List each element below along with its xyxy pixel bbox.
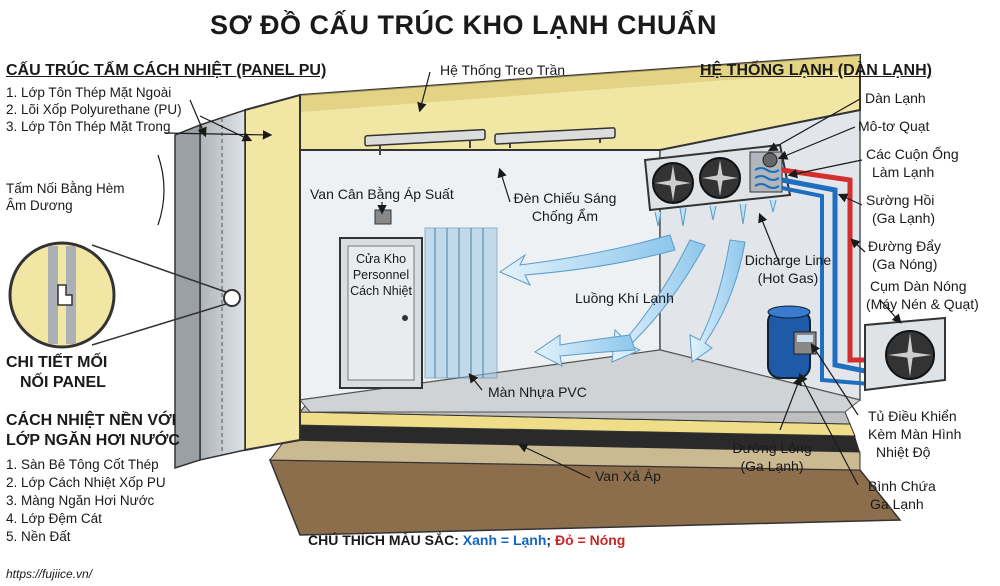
hot-gas-label-2: (Hot Gas) [757, 270, 819, 286]
fan-motor-label: Mô-tơ Quạt [858, 118, 930, 134]
pvc-curtain [424, 227, 498, 379]
airflow-label: Luồng Khí Lạnh [575, 290, 674, 306]
control-panel-label-1: Tủ Điều Khiển [868, 408, 957, 424]
condensing-unit [864, 316, 946, 392]
evaporator-unit [643, 143, 792, 227]
floor-heading-1: CÁCH NHIỆT NỀN VỚI [6, 412, 177, 429]
panel-joint-detail [8, 241, 227, 349]
control-panel-label-2: Kèm Màn Hình [868, 426, 962, 442]
coils-label-1: Các Cuộn Ống [866, 146, 959, 162]
discharge-label-1: Đường Đẩy [868, 238, 942, 254]
refrigerant-pipes [781, 167, 871, 386]
joint-detail-label-2: NỐI PANEL [20, 374, 106, 391]
legend-prefix: CHÚ THÍCH MÀU SẮC: [308, 532, 459, 548]
panel-wall-front [174, 93, 301, 470]
joint-label-2: Âm Dương [6, 198, 73, 213]
floor-item-3: 3. Màng Ngăn Hơi Nước [6, 493, 155, 508]
floor-heading-2: LỚP NGĂN HƠI NƯỚC [6, 432, 180, 449]
joint-label-1: Tấm Nối Bằng Hèm [6, 181, 125, 196]
ceiling-lights [364, 127, 616, 155]
receiver-label-1: Bình Chứa [868, 478, 936, 494]
curtain-label: Màn Nhựa PVC [488, 384, 587, 400]
floor-item-2: 2. Lớp Cách Nhiệt Xốp PU [6, 475, 166, 490]
light-label-2: Chống Ẩm [531, 208, 599, 224]
coils-label-2: Làm Lạnh [872, 164, 935, 180]
condenser-label-2: (Máy Nén & Quạt) [866, 296, 979, 312]
door-label-2: Personnel [352, 268, 410, 282]
panel-item-1: 1. Lớp Tôn Thép Mặt Ngoài [6, 85, 172, 100]
panel-heading: CẤU TRÚC TẤM CÁCH NHIỆT (PANEL PU) [6, 62, 327, 79]
suction-label-2: (Ga Lạnh) [872, 210, 936, 226]
hot-gas-label-1: Dicharge Line [744, 252, 832, 268]
panel-item-2: 2. Lõi Xốp Polyurethane (PU) [6, 102, 182, 117]
door-label-1: Cửa Kho [355, 252, 407, 266]
pressure-valve [374, 209, 392, 225]
suction-label-1: Sường Hồi [866, 192, 935, 208]
light-label-1: Đèn Chiếu Sáng [513, 190, 617, 206]
receiver-tank [767, 305, 817, 379]
valve-label: Van Cân Bằng Áp Suất [310, 186, 454, 202]
evaporator-label: Dàn Lạnh [865, 90, 926, 106]
relief-valve-label: Van Xả Áp [595, 468, 661, 484]
page-title: SƠ ĐỒ CẤU TRÚC KHO LẠNH CHUẨN [210, 10, 718, 40]
source-link[interactable]: https://fujiice.vn/ [6, 567, 93, 581]
door-label-3: Cách Nhiệt [350, 284, 412, 298]
condenser-label-1: Cụm Dàn Nóng [870, 278, 967, 294]
legend-hot: Đỏ = Nóng [554, 532, 626, 548]
liquid-line-label-1: Đường Lỏng [732, 440, 812, 456]
floor-item-5: 5. Nền Đất [6, 529, 71, 544]
control-panel-label-3: Nhiệt Độ [876, 444, 931, 460]
panel-item-3: 3. Lớp Tôn Thép Mặt Trong [6, 119, 171, 134]
cold-airflow-arrows [498, 234, 746, 367]
color-legend: CHÚ THÍCH MÀU SẮC: Xanh = Lạnh; Đỏ = Nón… [308, 532, 625, 548]
legend-cold: Xanh = Lạnh [462, 532, 547, 548]
floor-item-4: 4. Lớp Đệm Cát [6, 511, 102, 526]
joint-detail-label-1: CHI TIẾT MỐI [6, 354, 108, 371]
legend-separator: ; [546, 532, 552, 548]
ceiling-label: Hệ Thống Treo Trần [440, 62, 566, 78]
personnel-door [339, 237, 423, 389]
system-heading: HỆ THỐNG LẠNH (DÀN LẠNH) [700, 62, 932, 79]
receiver-label-2: Ga Lạnh [870, 496, 924, 512]
liquid-line-label-2: (Ga Lạnh) [740, 458, 804, 474]
discharge-label-2: (Ga Nóng) [872, 256, 938, 272]
leader-lines [157, 71, 902, 486]
floor-item-1: 1. Sàn Bê Tông Cốt Thép [6, 457, 159, 472]
